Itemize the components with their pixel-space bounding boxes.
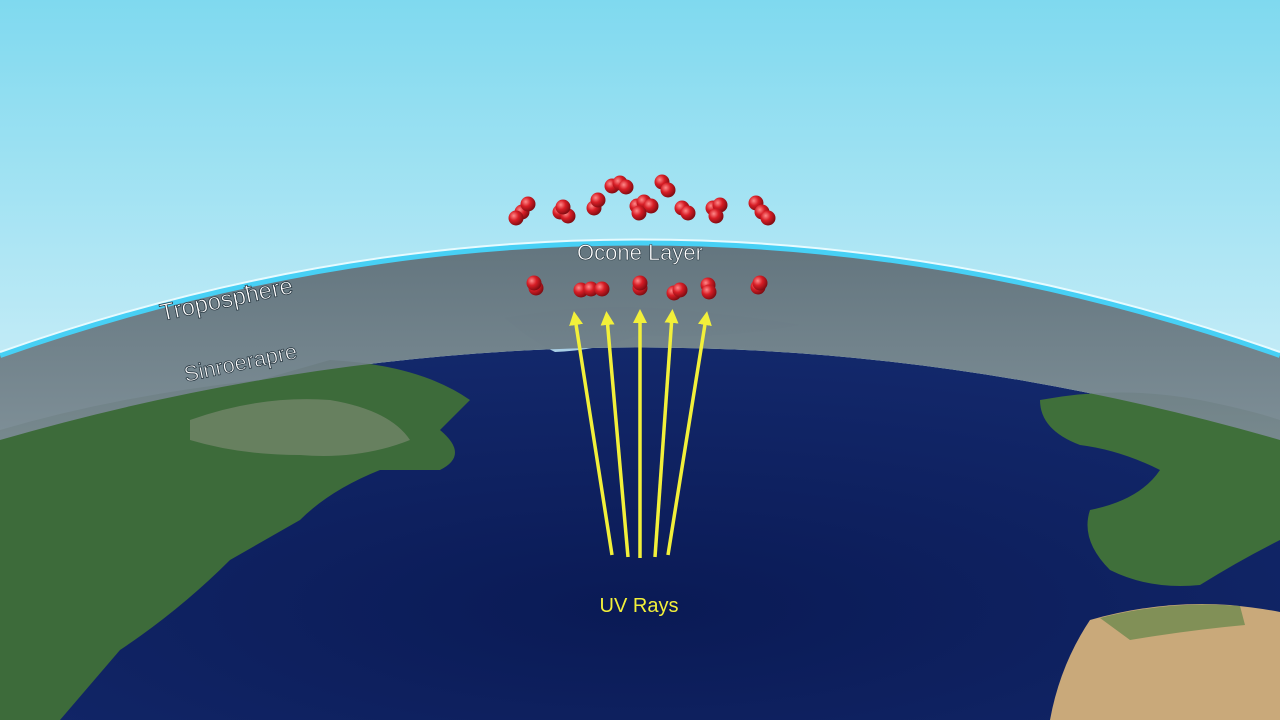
uv-ray-arrow (600, 311, 630, 558)
molecule-atom (672, 282, 688, 298)
molecule-atom (618, 179, 634, 195)
ozone-molecule-icon (700, 277, 717, 300)
molecule-atom (660, 182, 676, 198)
land-africa (1050, 604, 1280, 720)
ozone-molecule-icon (573, 281, 610, 298)
land-north-america-highlands (190, 399, 410, 456)
molecule-atom (520, 196, 536, 212)
ozone-molecule-icon (666, 282, 688, 301)
ozone-molecule-icon (654, 174, 676, 198)
molecule-atom (643, 198, 659, 214)
ozone-molecule-icon (586, 192, 606, 216)
land-africa-green (1100, 604, 1245, 640)
ozone-molecule-icon (508, 196, 536, 226)
molecule-atom (594, 281, 610, 297)
molecule-atom (632, 275, 648, 291)
uv-ray-arrow (653, 309, 679, 558)
ozone-molecule-icon (748, 195, 776, 226)
uv-ray-arrow (569, 311, 614, 556)
molecule-atom (708, 208, 724, 224)
atmosphere-edge-highlight (0, 238, 1280, 353)
ozone-molecule-icon (705, 197, 728, 224)
ozone-molecule-icon (750, 275, 768, 295)
molecule-atom (555, 199, 571, 215)
land-europe (1040, 392, 1280, 586)
molecule-atom (526, 275, 542, 291)
ozone-molecules (508, 174, 776, 301)
uv-rays-label: UV Rays (600, 595, 679, 617)
uv-rays (569, 309, 712, 558)
ozone-molecule-icon (526, 275, 544, 296)
molecule-atom (680, 205, 696, 221)
ozone-molecule-icon (632, 275, 648, 296)
molecule-atom (631, 205, 647, 221)
molecule-atom (590, 192, 606, 208)
molecule-atom (508, 210, 524, 226)
molecule-atom (752, 275, 768, 291)
molecule-atom (701, 284, 717, 300)
molecule-atom (583, 281, 599, 297)
uv-ray-arrow (666, 311, 712, 556)
ozone-layer-label: Ocone Layer (577, 240, 703, 265)
ozone-molecule-icon (604, 175, 634, 195)
atmosphere-edge-glow (0, 239, 1280, 358)
molecule-atom (760, 210, 776, 226)
ozone-molecule-icon (674, 200, 696, 221)
ozone-molecule-icon (552, 199, 576, 224)
ozone-molecule-icon (629, 194, 659, 221)
